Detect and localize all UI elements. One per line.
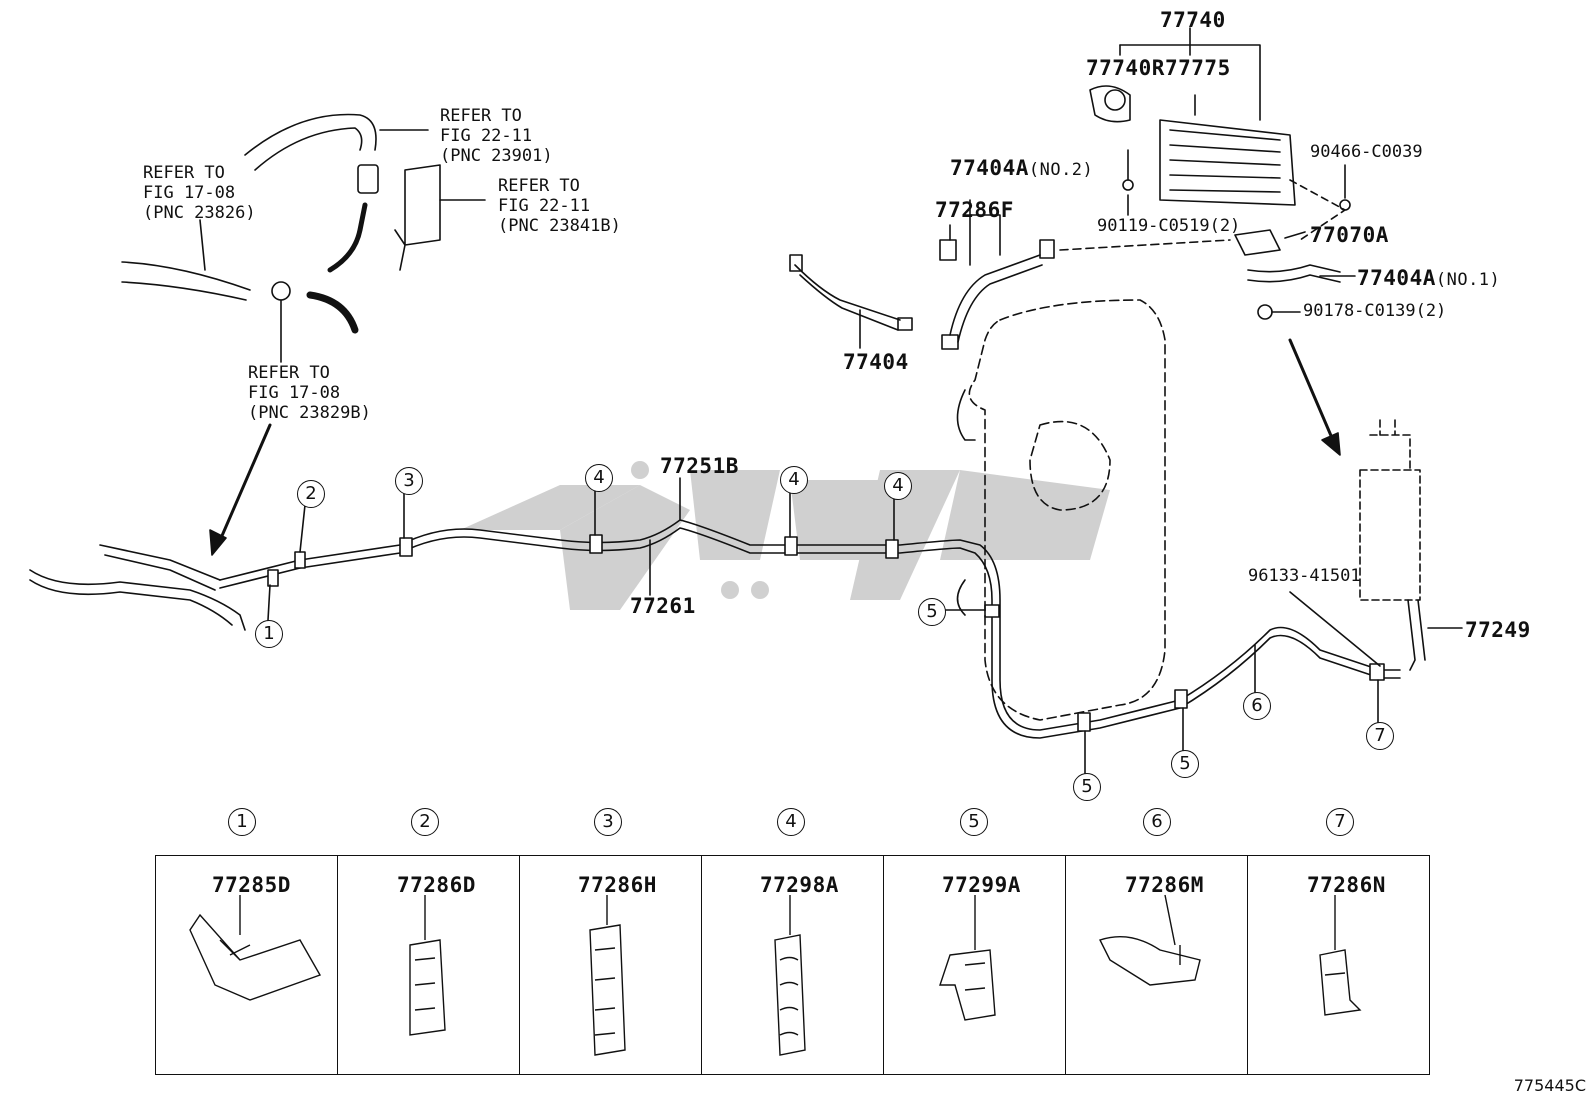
label-90119-c0519: 90119-C0519(2) — [1097, 216, 1241, 236]
label-77261: 77261 — [630, 594, 696, 618]
refer-fig-22-11-pnc-23901: REFER TO FIG 22-11 (PNC 23901) — [440, 106, 553, 166]
clip-part-77298a: 77298A — [760, 873, 839, 897]
label-77404a-no2-note: (NO.2) — [1028, 160, 1094, 180]
refer-fig-17-08-pnc-23826: REFER TO FIG 17-08 (PNC 23826) — [143, 163, 256, 223]
purge-valve-77070A — [1234, 229, 1281, 256]
callout-1: 1 — [255, 620, 283, 648]
clip-part-77285d: 77285D — [212, 873, 291, 897]
label-77070a: 77070A — [1310, 223, 1389, 247]
legend-callout-6: 6 — [1143, 808, 1171, 836]
clip-part-77286m: 77286M — [1125, 873, 1204, 897]
bracket-part — [394, 164, 441, 271]
legend-callout-2: 2 — [411, 808, 439, 836]
clip-box-7 — [1247, 855, 1430, 1075]
label-90178-c0139: 90178-C0139(2) — [1303, 301, 1447, 321]
callout-5-right: 5 — [1171, 750, 1199, 778]
fuel-line-bundle — [29, 569, 246, 631]
label-96133-41501: 96133-41501 — [1248, 566, 1361, 586]
callout-4-right: 4 — [884, 472, 912, 500]
callout-6: 6 — [1243, 692, 1271, 720]
callout-4-left: 4 — [585, 464, 613, 492]
watermark-logo — [460, 461, 1110, 610]
clip-part-77286d: 77286D — [397, 873, 476, 897]
clip-part-77299a: 77299A — [942, 873, 1021, 897]
callout-5-tank: 5 — [918, 598, 946, 626]
callout-7: 7 — [1366, 722, 1394, 750]
legend-callout-3: 3 — [594, 808, 622, 836]
clip-sketches — [189, 894, 1362, 1056]
label-77251b: 77251B — [660, 454, 739, 478]
label-90466-c0039: 90466-C0039 — [1310, 142, 1423, 162]
label-77404a-no2-part: 77404A — [950, 156, 1029, 180]
label-77740: 77740 — [1160, 8, 1226, 32]
vapor-hose-77404 — [794, 264, 901, 321]
label-77404a-no2: 77404A(NO.2) — [950, 158, 1093, 179]
label-77404a-no1-part: 77404A — [1357, 266, 1436, 290]
label-77249: 77249 — [1465, 618, 1531, 642]
diagram-code: 775445C — [1513, 1076, 1586, 1095]
callout-4-middle: 4 — [780, 466, 808, 494]
label-77775: 77775 — [1165, 56, 1231, 80]
charcoal-canister — [1359, 469, 1421, 601]
callout-3: 3 — [395, 467, 423, 495]
callout-5-bottom: 5 — [1073, 773, 1101, 801]
label-77404a-no1: 77404A(NO.1) — [1357, 268, 1500, 289]
clip-77286F — [939, 239, 957, 261]
hose-connector — [357, 164, 379, 194]
label-77740r: 77740R — [1086, 56, 1165, 80]
fuel-tank-outline — [968, 299, 1166, 721]
vapor-canister — [1159, 119, 1296, 206]
legend-callout-4: 4 — [777, 808, 805, 836]
legend-callout-1: 1 — [228, 808, 256, 836]
clip-part-77286h: 77286H — [578, 873, 657, 897]
hose-clamp — [271, 281, 291, 301]
label-77286f: 77286F — [935, 198, 1014, 222]
hose-77404A-no1 — [1247, 264, 1341, 273]
hose-upper — [244, 113, 377, 156]
callout-2: 2 — [297, 480, 325, 508]
refer-fig-17-08-pnc-23829b: REFER TO FIG 17-08 (PNC 23829B) — [248, 363, 371, 423]
vsv-valve — [1089, 85, 1131, 123]
label-77404: 77404 — [843, 350, 909, 374]
legend-callout-5: 5 — [960, 808, 988, 836]
hose-black — [327, 202, 368, 273]
clip-part-77286n: 77286N — [1307, 873, 1386, 897]
refer-fig-22-11-pnc-23841b: REFER TO FIG 22-11 (PNC 23841B) — [498, 176, 621, 236]
legend-callout-7: 7 — [1326, 808, 1354, 836]
label-77404a-no1-note: (NO.1) — [1435, 270, 1501, 290]
